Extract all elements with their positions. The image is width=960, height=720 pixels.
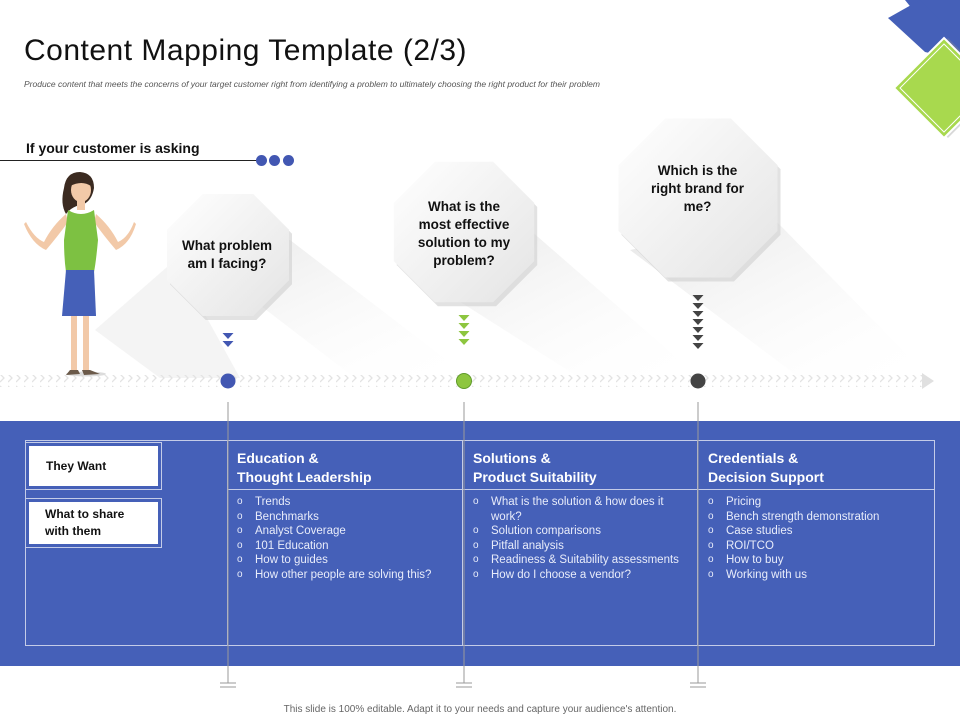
timeline-arrowhead [922, 373, 934, 389]
panel-divider-3 [697, 440, 698, 646]
corner-decoration [888, 0, 960, 140]
figure-fringe [70, 175, 92, 186]
chevron-marker [692, 311, 704, 317]
chevron-marker [458, 315, 470, 321]
progress-dot-1 [256, 155, 267, 166]
chevron-marker [692, 319, 704, 325]
chevron-marker [222, 341, 234, 347]
chevron-marker [222, 333, 234, 339]
figure-left-shoe [66, 370, 80, 375]
timeline-dot-3 [690, 373, 706, 389]
footer-note: This slide is 100% editable. Adapt it to… [283, 704, 677, 715]
they-want-label: They Want [29, 446, 158, 486]
chevron-marker [692, 343, 704, 349]
question-1-octagon [167, 194, 289, 316]
question-2-text: What is the most effective solution to m… [417, 199, 511, 268]
chevron-marker [692, 295, 704, 301]
what-to-share-label: What to share with them [29, 502, 158, 544]
question-2-octagon [393, 161, 535, 303]
they-want-label-box: They Want [25, 442, 162, 490]
progress-dot-3 [283, 155, 294, 166]
panel-divider-2 [462, 440, 463, 646]
timeline-dot-1 [220, 373, 236, 389]
content-band [0, 421, 960, 666]
chevron-marker [692, 327, 704, 333]
chevron-marker [692, 335, 704, 341]
figure-skirt [62, 270, 96, 316]
figure-face [71, 178, 91, 202]
chevron-marker [458, 331, 470, 337]
question-3-text: Which is the right brand for me? [651, 163, 744, 214]
progress-dot-2 [269, 155, 280, 166]
timeline-dot-2 [456, 373, 472, 389]
figure-left-leg [71, 316, 77, 370]
question-3-octagon [618, 118, 778, 278]
asking-label: If your customer is asking [26, 140, 200, 156]
figure-right-leg [83, 316, 89, 370]
column-1-heading: Education & Thought Leadership [237, 450, 372, 485]
page-subtitle: Produce content that meets the concerns … [24, 79, 600, 89]
chevron-marker [458, 323, 470, 329]
chevron-marker [692, 303, 704, 309]
column-3-heading: Credentials & Decision Support [708, 450, 824, 485]
figure-neck [77, 200, 85, 210]
figure-left-arm [24, 214, 68, 250]
corner-green-diamond-inner [899, 43, 960, 133]
customer-figure [24, 172, 136, 377]
share-label-box: What to share with them [25, 498, 162, 548]
column-2-heading: Solutions & Product Suitability [473, 450, 597, 485]
panel-divider-1 [227, 440, 228, 646]
figure-top [64, 210, 98, 272]
corner-green-diamond [892, 36, 960, 140]
panel-header-divider [228, 489, 934, 490]
asking-underline [0, 160, 262, 161]
figure-right-shoe [82, 370, 100, 375]
page-title: Content Mapping Template (2/3) [24, 34, 468, 67]
figure-right-arm [94, 214, 136, 250]
question-1-text: What problem am I facing? [182, 238, 272, 271]
shadow-ribbon-0 [95, 260, 240, 378]
chevron-marker [458, 339, 470, 345]
